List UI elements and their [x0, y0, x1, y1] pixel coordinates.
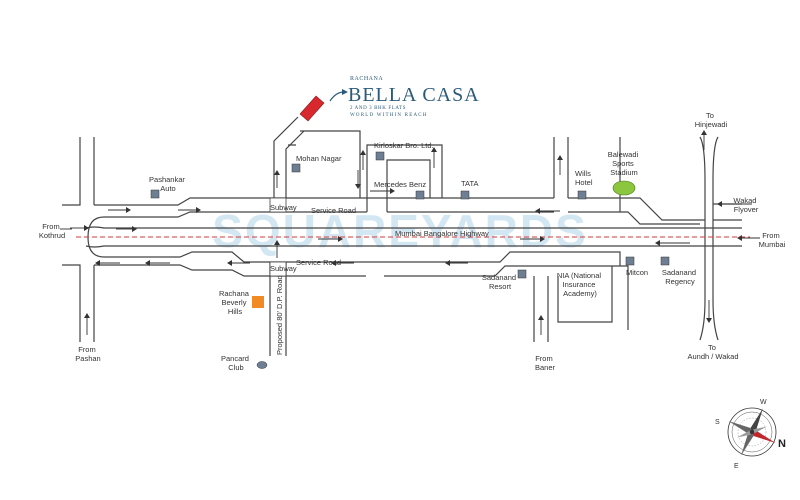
pancard-label: Pancard Club	[221, 354, 251, 372]
stadium-marker	[612, 180, 636, 196]
sadanand-regency-marker	[660, 256, 670, 266]
service-road-top-label: Service Road	[311, 206, 356, 215]
logo-small: RACHANA	[350, 76, 383, 82]
compass-e: E	[734, 463, 739, 470]
pashankar-label: Pashankar Auto	[149, 175, 187, 193]
sadanand-resort-label: Sadanand Resort	[482, 273, 518, 291]
logo-pointer-arrow	[329, 91, 345, 102]
kirloskar-label: Kirloskar Bro. Ltd.	[374, 141, 434, 150]
wills-marker	[577, 190, 587, 200]
service-road-bottom-label: Service Road	[296, 258, 341, 267]
road-network	[62, 116, 742, 356]
tata-marker	[460, 190, 470, 200]
logo-line1: 2 AND 3 BHK FLATS	[350, 106, 406, 111]
mohan-nagar-marker	[291, 163, 301, 173]
sadanand-resort-marker	[517, 269, 527, 279]
from-mumbai-label: From Mumbai	[759, 231, 786, 249]
wills-label: Wills Hotel	[575, 169, 593, 187]
kirloskar-marker	[375, 151, 385, 161]
pashankar-marker	[150, 189, 160, 199]
from-baner-label: From Baner	[535, 354, 556, 372]
compass-n: N	[778, 438, 786, 450]
tata-label: TATA	[461, 179, 479, 188]
compass-s: S	[715, 419, 720, 426]
from-kothrud-label: From Kothrud	[39, 222, 65, 240]
logo-title: BELLA CASA	[348, 84, 480, 106]
from-pashan-label: From Pashan	[75, 345, 100, 363]
watermark: SQUAREYARDS	[212, 205, 588, 257]
mercedes-marker	[415, 190, 425, 200]
logo-line2: WORLD WITHIN REACH	[350, 113, 428, 118]
pancard-marker	[256, 361, 268, 369]
subway-bottom-label: Subway	[270, 264, 297, 273]
subway-top-label: Subway	[270, 203, 297, 212]
to-aundh-label: To Aundh / Wakad	[687, 343, 738, 361]
dp-road-label: Proposed 80' D.P. Road	[275, 275, 284, 355]
landmark-markers	[150, 151, 670, 369]
rachana-beverly-marker	[252, 296, 264, 308]
rachana-beverly-label: Rachana Beverly Hills	[219, 289, 251, 316]
north-pointer	[752, 430, 776, 443]
mitcon-marker	[625, 256, 635, 266]
wakad-flyover-label: Wakad Flyover	[733, 196, 758, 214]
map-labels: Mumbai Bangalore Highway Service Road Se…	[39, 111, 786, 372]
project-marker[interactable]	[299, 95, 325, 122]
mitcon-label: Mitcon	[626, 268, 648, 277]
traffic-arrows	[60, 130, 760, 335]
bella-casa-logo: RACHANA BELLA CASA 2 AND 3 BHK FLATS WOR…	[348, 76, 480, 118]
highway-label: Mumbai Bangalore Highway	[395, 229, 489, 238]
nia-label: NIA (National Insurance Academy)	[557, 271, 603, 298]
balewadi-label: Balewadi Sports Stadium	[608, 150, 641, 177]
sadanand-regency-label: Sadanand Regency	[662, 268, 698, 286]
mohan-nagar-label: Mohan Nagar	[296, 154, 342, 163]
compass-rose: N S W E	[715, 399, 786, 470]
to-hinjewadi-label: To Hinjewadi	[695, 111, 728, 129]
mercedes-label: Mercedes Benz	[374, 180, 426, 189]
compass-w: W	[760, 399, 767, 406]
